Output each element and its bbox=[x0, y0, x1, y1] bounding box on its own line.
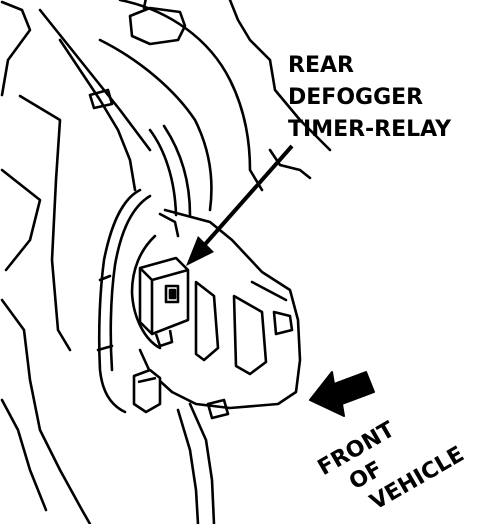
vehicle-structure-linework bbox=[0, 0, 332, 526]
callout-arrow bbox=[186, 144, 294, 266]
callout-label: REAR DEFOGGER TIMER-RELAY bbox=[288, 53, 452, 142]
front-direction-arrow bbox=[309, 371, 375, 417]
callout-line-1: REAR bbox=[288, 53, 354, 78]
callout-line-2: DEFOGGER bbox=[288, 85, 423, 110]
harness-connector bbox=[132, 368, 162, 414]
timer-relay-component bbox=[138, 256, 190, 348]
callout-line-3: TIMER-RELAY bbox=[288, 117, 452, 142]
